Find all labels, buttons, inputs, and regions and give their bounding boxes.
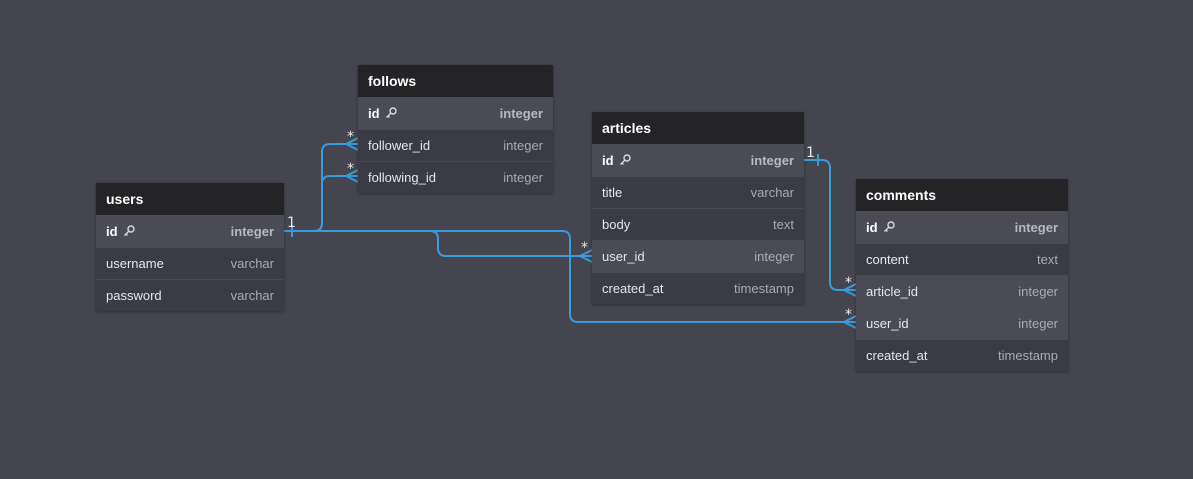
column-name: article_id	[866, 284, 919, 299]
card-comments-article: *	[845, 275, 852, 291]
column-type: integer	[499, 105, 543, 121]
edge-users-articles	[284, 230, 592, 257]
column-row[interactable]: username varchar	[96, 247, 284, 279]
column-row[interactable]: following_id integer	[358, 161, 553, 193]
column-name: id	[602, 152, 614, 168]
column-name: created_at	[602, 281, 664, 296]
column-name: password	[106, 288, 162, 303]
column-row[interactable]: created_at timestamp	[856, 339, 1068, 371]
card-following: *	[347, 161, 354, 177]
edge-articles-comments	[804, 159, 856, 291]
column-row[interactable]: id integer	[592, 144, 804, 176]
column-name: id	[106, 223, 118, 239]
table-comments[interactable]: comments id integer content text article…	[856, 179, 1068, 371]
column-row[interactable]: title varchar	[592, 176, 804, 208]
column-name: id	[368, 105, 380, 121]
column-name: id	[866, 219, 878, 235]
column-row[interactable]: created_at timestamp	[592, 272, 804, 304]
column-type: integer	[503, 170, 543, 185]
table-follows[interactable]: follows id integer follower_id integer f…	[358, 65, 553, 193]
key-icon	[619, 154, 631, 165]
column-row[interactable]: content text	[856, 243, 1068, 275]
card-articles-id: 1	[806, 145, 815, 161]
column-type: timestamp	[998, 348, 1058, 363]
column-row[interactable]: follower_id integer	[358, 129, 553, 161]
column-row[interactable]: user_id integer	[592, 240, 804, 272]
column-row[interactable]: id integer	[856, 211, 1068, 243]
column-name: title	[602, 185, 623, 200]
column-type: integer	[750, 152, 794, 168]
column-row[interactable]: password varchar	[96, 279, 284, 311]
column-name: content	[866, 252, 909, 267]
table-title[interactable]: users	[96, 183, 284, 215]
column-name: follower_id	[368, 138, 431, 153]
table-title[interactable]: articles	[592, 112, 804, 144]
table-title[interactable]: follows	[358, 65, 553, 97]
column-name: username	[106, 256, 164, 271]
column-type: timestamp	[734, 281, 794, 296]
column-row[interactable]: id integer	[96, 215, 284, 247]
column-name: following_id	[368, 170, 436, 185]
column-row[interactable]: user_id integer	[856, 307, 1068, 339]
column-name: user_id	[866, 316, 909, 331]
column-row[interactable]: body text	[592, 208, 804, 240]
column-type: integer	[1018, 284, 1058, 299]
card-articles-user: *	[581, 240, 588, 256]
column-type: integer	[1014, 219, 1058, 235]
column-row[interactable]: id integer	[358, 97, 553, 129]
column-type: text	[1037, 252, 1058, 267]
column-name: user_id	[602, 249, 645, 264]
column-row[interactable]: article_id integer	[856, 275, 1068, 307]
column-type: varchar	[750, 185, 794, 200]
column-type: text	[773, 217, 794, 232]
column-name: body	[602, 217, 631, 232]
key-icon	[385, 107, 397, 118]
column-type: integer	[1018, 316, 1058, 331]
card-comments-user: *	[845, 307, 852, 323]
table-articles[interactable]: articles id integer title varchar body t…	[592, 112, 804, 304]
card-follower: *	[347, 129, 354, 145]
column-type: integer	[503, 138, 543, 153]
column-type: varchar	[230, 288, 274, 303]
key-icon	[123, 225, 135, 236]
column-name: created_at	[866, 348, 928, 363]
column-type: varchar	[230, 256, 274, 271]
table-users[interactable]: users id integer username varchar passwo…	[96, 183, 284, 311]
column-type: integer	[754, 249, 794, 264]
key-icon	[883, 221, 895, 232]
card-users-id: 1	[287, 215, 296, 231]
column-type: integer	[230, 223, 274, 239]
table-title[interactable]: comments	[856, 179, 1068, 211]
